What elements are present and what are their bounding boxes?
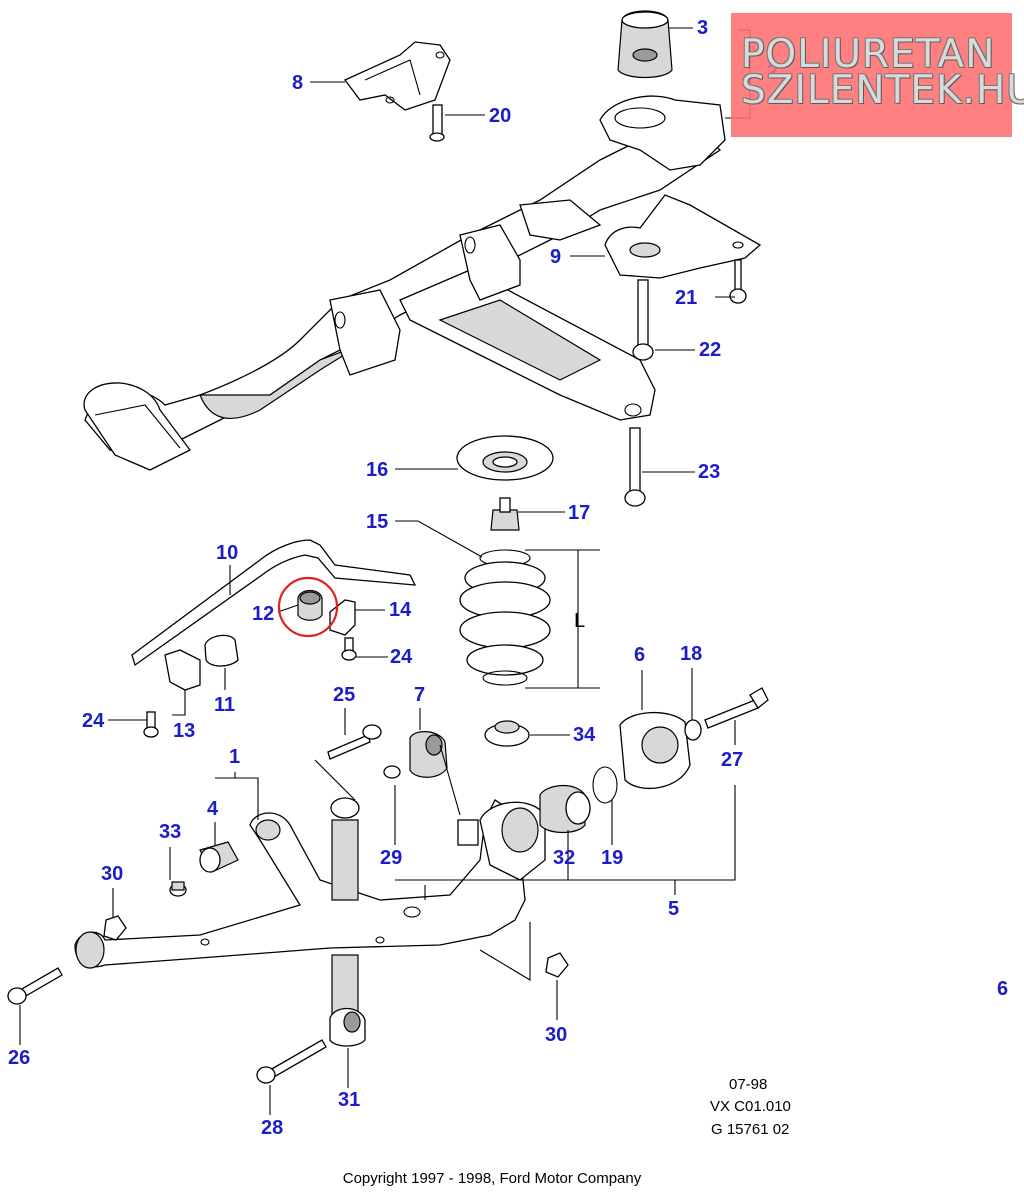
knuckle-part-5 bbox=[457, 801, 546, 881]
callout-21: 21 bbox=[675, 287, 697, 309]
callout-24b: 24 bbox=[390, 646, 413, 668]
page-number: 6 bbox=[997, 978, 1009, 1000]
bushing-part-12 bbox=[297, 589, 323, 621]
callout-19: 19 bbox=[601, 847, 623, 869]
bump-stop-part-17 bbox=[490, 497, 520, 531]
callout-labels: 1 2 3 4 5 6 7 8 9 10 11 12 13 14 15 16 1… bbox=[8, 17, 778, 1139]
bolt-part-27 bbox=[704, 687, 769, 729]
bracket-part-8 bbox=[343, 41, 451, 111]
washer-part-18 bbox=[684, 719, 702, 741]
bushing-part-11 bbox=[204, 634, 239, 667]
callout-27: 27 bbox=[721, 749, 743, 771]
stabilizer-bar-part-10 bbox=[131, 539, 417, 667]
callout-15: 15 bbox=[366, 511, 388, 533]
bushing-part-7 bbox=[409, 731, 448, 778]
callout-10: 10 bbox=[216, 542, 238, 564]
callout-25: 25 bbox=[333, 684, 355, 706]
snap-ring-part-19 bbox=[592, 766, 618, 804]
watermark-line-2: SZILENTEK.HU bbox=[741, 68, 1024, 113]
meta-code: VX C01.010 bbox=[710, 1098, 791, 1115]
callout-30a: 30 bbox=[101, 863, 123, 885]
bolt-part-22 bbox=[632, 279, 654, 361]
meta-ref: G 15761 02 bbox=[711, 1121, 790, 1138]
callout-3: 3 bbox=[697, 17, 708, 39]
bolt-part-26 bbox=[7, 967, 63, 1005]
callout-5: 5 bbox=[668, 898, 679, 920]
nut-part-30b bbox=[545, 952, 569, 978]
bolt-part-28 bbox=[256, 1039, 327, 1084]
hub-part-6 bbox=[619, 711, 691, 790]
callout-8: 8 bbox=[292, 72, 303, 94]
meta-date: 07-98 bbox=[729, 1076, 768, 1093]
callout-30b: 30 bbox=[545, 1024, 567, 1046]
clamp-part-14 bbox=[329, 599, 356, 636]
callout-31: 31 bbox=[338, 1089, 360, 1111]
top-mount-bushing bbox=[617, 10, 673, 79]
lower-arm-part-1 bbox=[74, 799, 526, 969]
bolt-part-24a bbox=[143, 711, 159, 738]
watermark-line-1: POLIURETAN bbox=[741, 32, 996, 77]
bolt-part-24b bbox=[341, 637, 357, 661]
callout-13: 13 bbox=[173, 720, 195, 742]
callout-22: 22 bbox=[699, 339, 721, 361]
callout-4: 4 bbox=[207, 798, 219, 820]
bolt-part-21 bbox=[729, 259, 747, 304]
clamp-part-13 bbox=[164, 649, 201, 691]
plug-part-33 bbox=[169, 881, 187, 897]
bolt-part-25 bbox=[327, 724, 382, 760]
callout-28: 28 bbox=[261, 1117, 283, 1139]
bolt-part-23 bbox=[624, 427, 646, 507]
spring-seat-part-16 bbox=[456, 435, 554, 481]
callout-7: 7 bbox=[414, 684, 425, 706]
callout-33: 33 bbox=[159, 821, 181, 843]
callout-1: 1 bbox=[229, 746, 240, 768]
callout-11: 11 bbox=[214, 694, 235, 716]
dimension-L bbox=[525, 549, 600, 689]
callout-34: 34 bbox=[573, 724, 596, 746]
callout-17: 17 bbox=[568, 502, 590, 524]
callout-12: 12 bbox=[252, 603, 274, 625]
watermark-logo: POLIURETAN SZILENTEK.HU bbox=[731, 13, 1024, 137]
callout-14: 14 bbox=[389, 599, 412, 621]
nut-part-30a bbox=[103, 915, 127, 941]
callout-18: 18 bbox=[680, 643, 702, 665]
bolt-part-20 bbox=[429, 104, 445, 142]
bracket-part-9 bbox=[604, 194, 762, 279]
copyright-notice: Copyright 1997 - 1998, Ford Motor Compan… bbox=[342, 1170, 642, 1187]
callout-9: 9 bbox=[550, 246, 561, 268]
shock-absorber bbox=[330, 797, 360, 1016]
highlight-circle bbox=[277, 576, 339, 638]
bushing-part-31 bbox=[329, 1007, 366, 1047]
callout-20: 20 bbox=[489, 105, 511, 127]
bushing-part-32 bbox=[539, 785, 591, 834]
callout-32: 32 bbox=[553, 847, 575, 869]
coil-spring-part-15 bbox=[459, 549, 551, 686]
bushing-part-4 bbox=[199, 841, 239, 873]
callout-23: 23 bbox=[698, 461, 720, 483]
callout-6: 6 bbox=[634, 644, 645, 666]
callout-26: 26 bbox=[8, 1047, 30, 1069]
callout-16: 16 bbox=[366, 459, 388, 481]
dimension-label: L bbox=[574, 610, 585, 632]
spring-seat-part-34 bbox=[484, 720, 530, 747]
subframe-crossmember bbox=[83, 95, 726, 471]
callout-24a: 24 bbox=[82, 710, 105, 732]
callout-29: 29 bbox=[380, 847, 402, 869]
washer-part-29 bbox=[383, 765, 401, 779]
